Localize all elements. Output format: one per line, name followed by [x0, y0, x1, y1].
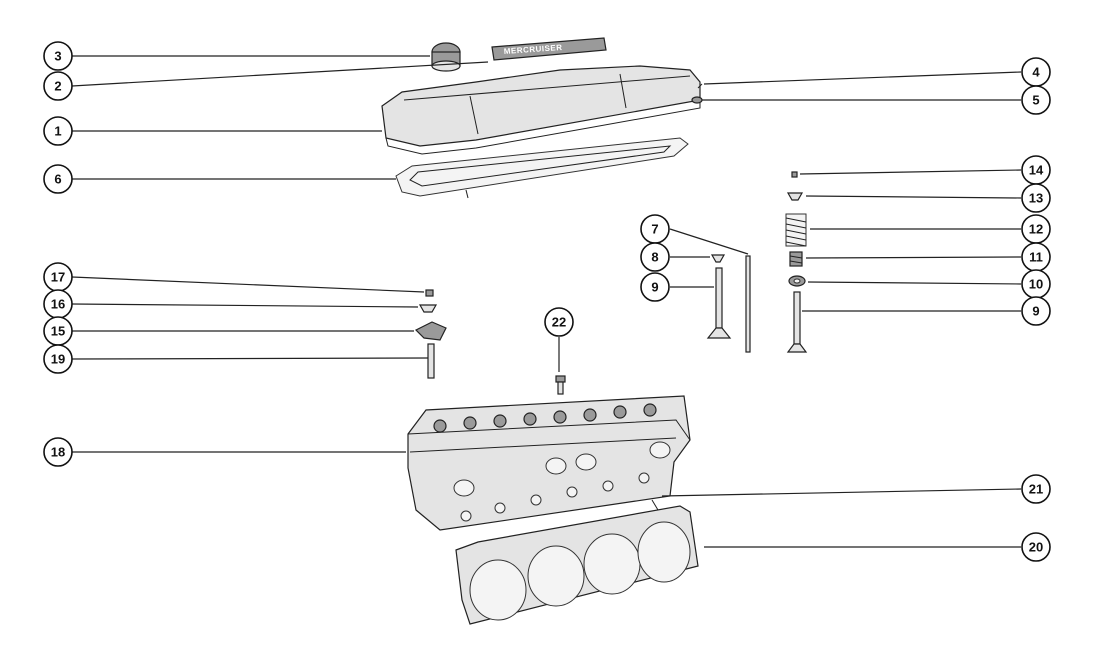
callout-18: 18: [43, 437, 73, 467]
callout-21: 21: [1021, 474, 1051, 504]
callout-22: 22: [544, 307, 574, 337]
head-bolt: [555, 375, 566, 395]
callout-7-label: 7: [651, 222, 658, 237]
rocker-arm-nut: [425, 289, 434, 297]
rivet: [697, 83, 703, 89]
callout-18-label: 18: [51, 445, 65, 460]
callout-2-label: 2: [54, 79, 61, 94]
callout-6: 6: [43, 164, 73, 194]
rocker-arm-cover: [381, 65, 701, 155]
callout-7: 7: [640, 214, 670, 244]
intake-valve: [706, 267, 732, 339]
callout-13-label: 13: [1029, 191, 1043, 206]
callout-20-label: 20: [1029, 540, 1043, 555]
callout-4-label: 4: [1032, 65, 1040, 80]
cylinder-head: [407, 395, 691, 531]
callout-4: 4: [1021, 57, 1051, 87]
callout-22-label: 22: [552, 315, 566, 330]
callout-9-right-label: 9: [1032, 304, 1039, 319]
valve-cover-gasket: [395, 137, 689, 199]
callout-2: 2: [43, 71, 73, 101]
callout-9-right: 9: [1021, 296, 1051, 326]
callout-15: 15: [43, 316, 73, 346]
callout-11-label: 11: [1029, 250, 1043, 265]
callout-1-label: 1: [54, 124, 61, 139]
callout-3-label: 3: [54, 49, 61, 64]
callout-9-left-label: 9: [651, 280, 658, 295]
callout-9-left: 9: [640, 272, 670, 302]
exhaust-port-row: [453, 441, 671, 497]
callout-16-label: 16: [51, 297, 65, 312]
oil-filler-cap: [431, 42, 461, 72]
callout-8-label: 8: [651, 250, 658, 265]
callout-11: 11: [1021, 242, 1051, 272]
nameplate-text: MERCRUISER: [504, 43, 563, 56]
intake-valve-seal: [710, 254, 726, 263]
callout-14: 14: [1021, 155, 1051, 185]
callout-1: 1: [43, 116, 73, 146]
valve-cap: [786, 192, 804, 201]
callout-16: 16: [43, 289, 73, 319]
callout-10-label: 10: [1029, 277, 1043, 292]
valve-cover-nameplate: MERCRUISER: [491, 37, 607, 61]
callout-5-label: 5: [1032, 93, 1039, 108]
callout-17: 17: [43, 262, 73, 292]
callout-15-label: 15: [51, 324, 65, 339]
callout-8: 8: [640, 242, 670, 272]
dowel-pin: [651, 499, 659, 511]
callout-19-label: 19: [51, 352, 65, 367]
callout-14-label: 14: [1029, 163, 1044, 178]
callout-5: 5: [1021, 85, 1051, 115]
exhaust-valve: [786, 291, 808, 353]
callout-12: 12: [1021, 214, 1051, 244]
valve-keys: [791, 171, 798, 178]
callout-6-label: 6: [54, 172, 61, 187]
callout-17-label: 17: [51, 270, 65, 285]
damper-spring: [789, 251, 803, 267]
leader-lines: [71, 55, 1022, 548]
callout-20: 20: [1021, 532, 1051, 562]
callout-19: 19: [43, 344, 73, 374]
grommet: [691, 96, 703, 104]
bolt-hole-row: [460, 472, 650, 522]
callout-21-label: 21: [1029, 482, 1043, 497]
rocker-arm-ball: [418, 304, 438, 313]
callout-3: 3: [43, 41, 73, 71]
valve-spring: [785, 213, 807, 247]
callout-12-label: 12: [1029, 222, 1043, 237]
rocker-arm: [414, 321, 447, 341]
callout-10: 10: [1021, 269, 1051, 299]
callout-13: 13: [1021, 183, 1051, 213]
push-rod: [745, 255, 751, 353]
valve-spring-row: [433, 403, 657, 433]
rocker-arm-stud: [427, 343, 435, 379]
valve-stem-seal: [788, 275, 806, 287]
head-gasket: [455, 505, 699, 625]
